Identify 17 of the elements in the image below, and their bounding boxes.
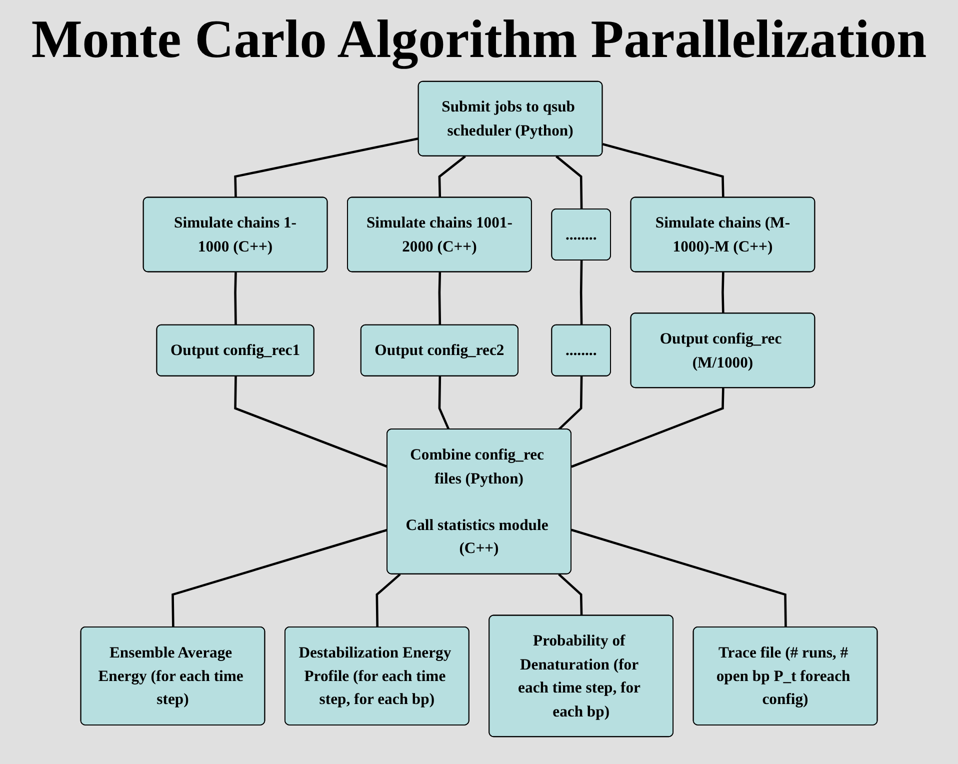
connector bbox=[556, 155, 583, 210]
connector bbox=[558, 573, 583, 616]
connector bbox=[438, 376, 450, 430]
diagram-title: Monte Carlo Algorithm Parallelization bbox=[30, 8, 928, 70]
connector bbox=[438, 272, 442, 326]
connector bbox=[558, 376, 583, 430]
connector bbox=[438, 155, 466, 198]
connector bbox=[234, 137, 419, 198]
connector bbox=[580, 260, 583, 326]
connector bbox=[722, 272, 724, 314]
connector bbox=[571, 528, 787, 628]
connector bbox=[234, 376, 388, 468]
connector bbox=[234, 272, 237, 326]
connector bbox=[172, 528, 388, 628]
connector bbox=[376, 573, 401, 628]
connector bbox=[571, 388, 724, 468]
connector bbox=[602, 143, 724, 198]
